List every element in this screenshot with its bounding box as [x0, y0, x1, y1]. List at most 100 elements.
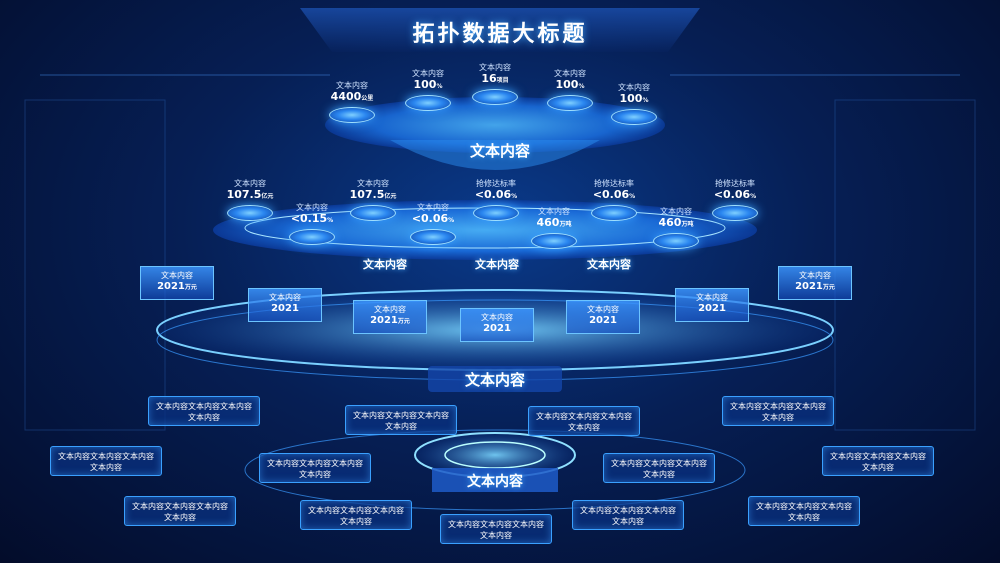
tier4-text-box: 文本内容文本内容文本内容文本内容	[822, 446, 934, 476]
pod-value: 107.5亿元	[349, 188, 397, 201]
tier2-label-2: 文本内容	[475, 258, 519, 271]
pod-label: 文本内容	[336, 81, 368, 90]
card-value: 2021	[698, 303, 726, 314]
pod-disk	[227, 205, 273, 221]
box-line2: 文本内容	[188, 413, 220, 422]
box-line2: 文本内容	[568, 423, 600, 432]
tier4-center-label: 文本内容	[432, 468, 558, 492]
tier2-pod: 抢修达标率<0.06%	[705, 178, 765, 221]
tier4-text-box: 文本内容文本内容文本内容文本内容	[748, 496, 860, 526]
pod-label: 文本内容	[538, 207, 570, 216]
pod-value: <0.06%	[474, 188, 518, 201]
box-line2: 文本内容	[340, 517, 372, 526]
card-label: 文本内容	[799, 271, 831, 280]
pod-value: 16项目	[481, 72, 509, 85]
pod-label: 抢修达标率	[715, 179, 755, 188]
tier4-text-box: 文本内容文本内容文本内容文本内容	[345, 405, 457, 435]
tier2-pod: 文本内容<0.15%	[282, 202, 342, 245]
box-line2: 文本内容	[164, 513, 196, 522]
box-line1: 文本内容文本内容文本内容	[580, 506, 676, 515]
tier2-pod: 抢修达标率<0.06%	[466, 178, 526, 221]
tier1-center-label: 文本内容	[469, 142, 530, 160]
box-line1: 文本内容文本内容文本内容	[830, 452, 926, 461]
pod-disk	[591, 205, 637, 221]
box-line1: 文本内容文本内容文本内容	[58, 452, 154, 461]
card-label: 文本内容	[161, 271, 193, 280]
box-line2: 文本内容	[299, 470, 331, 479]
pod-label: 文本内容	[412, 69, 444, 78]
tier1-platform	[325, 97, 665, 153]
pod-value: <0.06%	[411, 212, 455, 225]
pod-disk	[350, 205, 396, 221]
card-label: 文本内容	[374, 305, 406, 314]
card-value: 2021万元	[157, 281, 197, 292]
pod-disk	[712, 205, 758, 221]
pod-label: 文本内容	[479, 63, 511, 72]
tier2-pod: 文本内容<0.06%	[403, 202, 463, 245]
pod-disk	[472, 89, 518, 105]
tier4-text-box: 文本内容文本内容文本内容文本内容	[440, 514, 552, 544]
tier4-text-box: 文本内容文本内容文本内容文本内容	[148, 396, 260, 426]
box-line1: 文本内容文本内容文本内容	[730, 402, 826, 411]
card-label: 文本内容	[269, 293, 301, 302]
pod-label: 文本内容	[417, 203, 449, 212]
box-line1: 文本内容文本内容文本内容	[308, 506, 404, 515]
pod-value: 107.5亿元	[226, 188, 274, 201]
pod-disk	[611, 109, 657, 125]
box-line2: 文本内容	[480, 531, 512, 540]
pod-value: 100%	[413, 78, 443, 91]
box-line1: 文本内容文本内容文本内容	[448, 520, 544, 529]
tier2-pod: 抢修达标率<0.06%	[584, 178, 644, 221]
pod-disk	[289, 229, 335, 245]
tier4-text-box: 文本内容文本内容文本内容文本内容	[572, 500, 684, 530]
tier4-text-box: 文本内容文本内容文本内容文本内容	[50, 446, 162, 476]
box-line1: 文本内容文本内容文本内容	[536, 412, 632, 421]
card-value: 2021	[271, 303, 299, 314]
pod-disk	[547, 95, 593, 111]
pod-value: 100%	[619, 92, 649, 105]
page-title: 拓扑数据大标题	[412, 22, 588, 47]
pod-label: 文本内容	[296, 203, 328, 212]
box-line2: 文本内容	[643, 470, 675, 479]
title-bar	[300, 8, 700, 52]
tier4-platform	[244, 429, 746, 511]
pod-disk	[473, 205, 519, 221]
pod-disk	[653, 233, 699, 249]
box-line2: 文本内容	[762, 413, 794, 422]
box-line1: 文本内容文本内容文本内容	[611, 459, 707, 468]
box-line2: 文本内容	[385, 422, 417, 431]
box-line2: 文本内容	[788, 513, 820, 522]
card-value: 2021万元	[370, 315, 410, 326]
pod-label: 文本内容	[234, 179, 266, 188]
box-line1: 文本内容文本内容文本内容	[353, 411, 449, 420]
tier4-text-box: 文本内容文本内容文本内容文本内容	[722, 396, 834, 426]
card-label: 文本内容	[696, 293, 728, 302]
box-line2: 文本内容	[612, 517, 644, 526]
card-value: 2021万元	[795, 281, 835, 292]
tier2-label-1: 文本内容	[363, 258, 407, 271]
card-value: 2021	[589, 315, 617, 326]
tier3-center-label: 文本内容	[428, 366, 562, 392]
tier4-text-box: 文本内容文本内容文本内容文本内容	[528, 406, 640, 436]
tier4-text-box: 文本内容文本内容文本内容文本内容	[300, 500, 412, 530]
card-label: 文本内容	[481, 313, 513, 322]
pod-value: 460万吨	[658, 216, 694, 229]
box-line2: 文本内容	[862, 463, 894, 472]
pod-value: <0.06%	[713, 188, 757, 201]
pod-label: 文本内容	[554, 69, 586, 78]
pod-disk	[531, 233, 577, 249]
pod-disk	[410, 229, 456, 245]
pod-disk	[405, 95, 451, 111]
